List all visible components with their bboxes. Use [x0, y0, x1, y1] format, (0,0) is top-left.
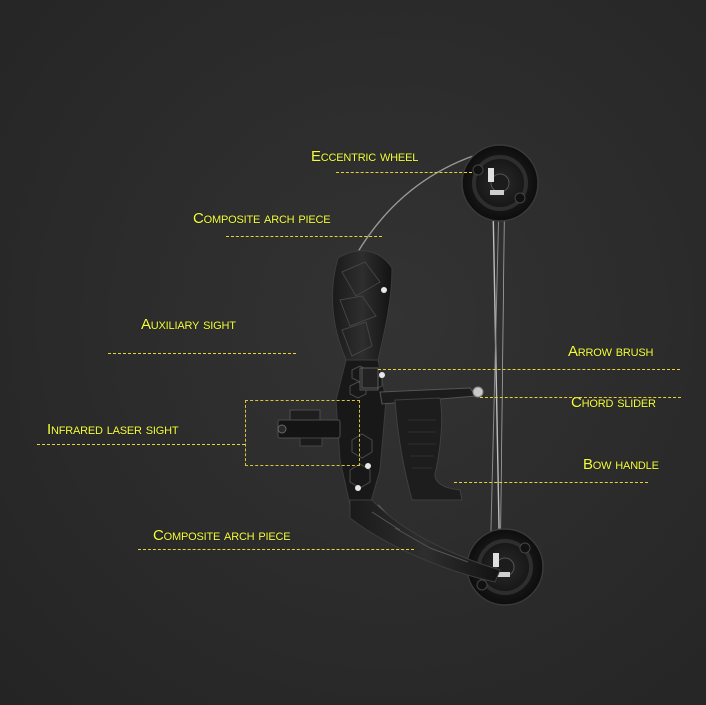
laser-sight-highlight-box [245, 400, 360, 466]
leader-bow-handle [454, 482, 648, 483]
upper-cable [351, 149, 493, 263]
label-composite-arch-piece-bottom: Composite arch piece [153, 527, 291, 544]
label-bow-handle: Bow handle [583, 456, 659, 473]
label-infrared-laser-sight: Infrared laser sight [47, 421, 179, 438]
bow-grip [394, 397, 463, 501]
leader-arrow-brush [378, 369, 680, 370]
label-arrow-brush: Arrow brush [568, 343, 654, 360]
leader-chord-slider [480, 397, 681, 398]
eccentric-wheel-bottom [466, 528, 544, 606]
leader-composite-arch-piece-bottom [138, 549, 414, 550]
leader-auxiliary-sight [108, 353, 296, 354]
bow-strings [489, 149, 506, 586]
label-chord-slider: Chord slider [571, 394, 656, 411]
label-auxiliary-sight: Auxiliary sight [141, 316, 236, 333]
label-composite-arch-piece-top: Composite arch piece [193, 210, 331, 227]
eccentric-wheel-top [461, 144, 539, 222]
infrared-laser-sight-device [277, 409, 341, 447]
upper-arch-piece [332, 250, 393, 373]
leader-composite-arch-piece-top [226, 236, 382, 237]
leader-infrared-laser-sight [37, 444, 245, 445]
auxiliary-sight-device [361, 367, 379, 389]
leader-eccentric-wheel [336, 172, 472, 173]
label-eccentric-wheel: Eccentric wheel [311, 148, 419, 165]
lower-arch-piece [349, 463, 501, 583]
